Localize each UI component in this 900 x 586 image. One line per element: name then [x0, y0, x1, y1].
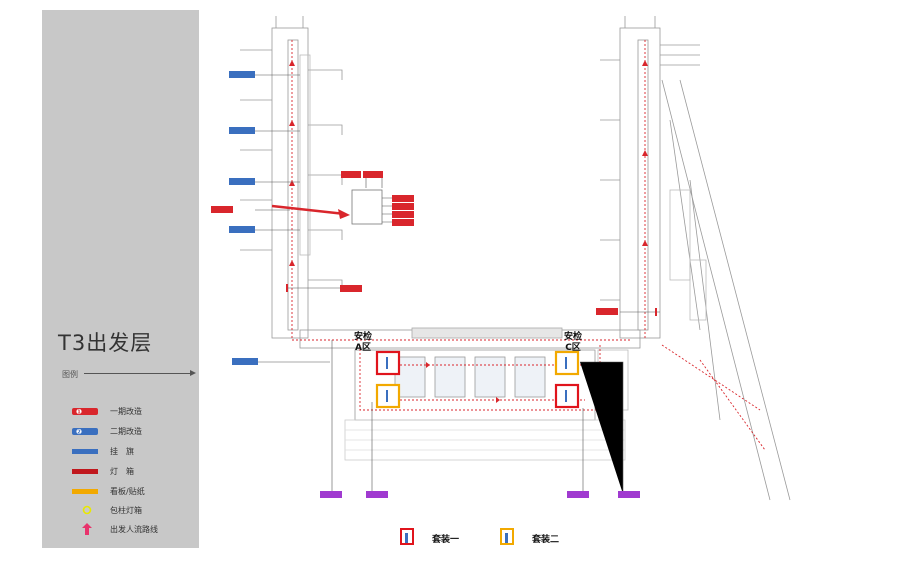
zone-a-line2: A区	[355, 343, 371, 353]
legend-heading: 图例	[62, 370, 78, 379]
set2-marker-bar	[505, 533, 508, 543]
set1-label: 套装一	[432, 535, 460, 545]
legend-divider-arrow-icon	[190, 370, 196, 376]
phase2-badge-icon: 2	[72, 427, 98, 435]
lightbox-swatch-icon	[72, 469, 98, 474]
set2-label: 套装二	[532, 535, 560, 545]
route-arrow-icon	[82, 523, 92, 535]
set1-marker-bar	[405, 533, 408, 543]
legend-divider	[84, 373, 194, 374]
zone-c-line2: C区	[565, 343, 581, 353]
board-swatch-icon	[72, 489, 98, 494]
legend-label: 包柱灯箱	[110, 505, 142, 515]
set1-marker-icon	[400, 528, 414, 545]
security-zone-c-label: 安检 C区	[564, 332, 582, 354]
legend-label: 出发人流路线	[110, 524, 158, 534]
page-title: T3出发层	[58, 331, 153, 355]
column-ring-icon	[82, 505, 92, 515]
floor-plan-drawing	[211, 16, 791, 501]
svg-text:2: 2	[77, 429, 81, 434]
legend-panel	[42, 10, 199, 548]
banner-swatch-icon	[72, 449, 98, 454]
phase1-badge-icon: 1	[72, 407, 98, 415]
set2-marker-icon	[500, 528, 514, 545]
zone-a-line1: 安检	[354, 332, 373, 342]
legend-label: 看板/贴纸	[110, 486, 145, 496]
zone-c-line1: 安检	[564, 332, 583, 342]
security-zone-a-label: 安检 A区	[354, 332, 372, 354]
svg-text:1: 1	[77, 409, 81, 414]
legend-label: 挂 旗	[110, 446, 134, 456]
legend-label: 二期改造	[110, 426, 142, 436]
legend-label: 一期改造	[110, 406, 142, 416]
legend-label: 灯 箱	[110, 466, 134, 476]
